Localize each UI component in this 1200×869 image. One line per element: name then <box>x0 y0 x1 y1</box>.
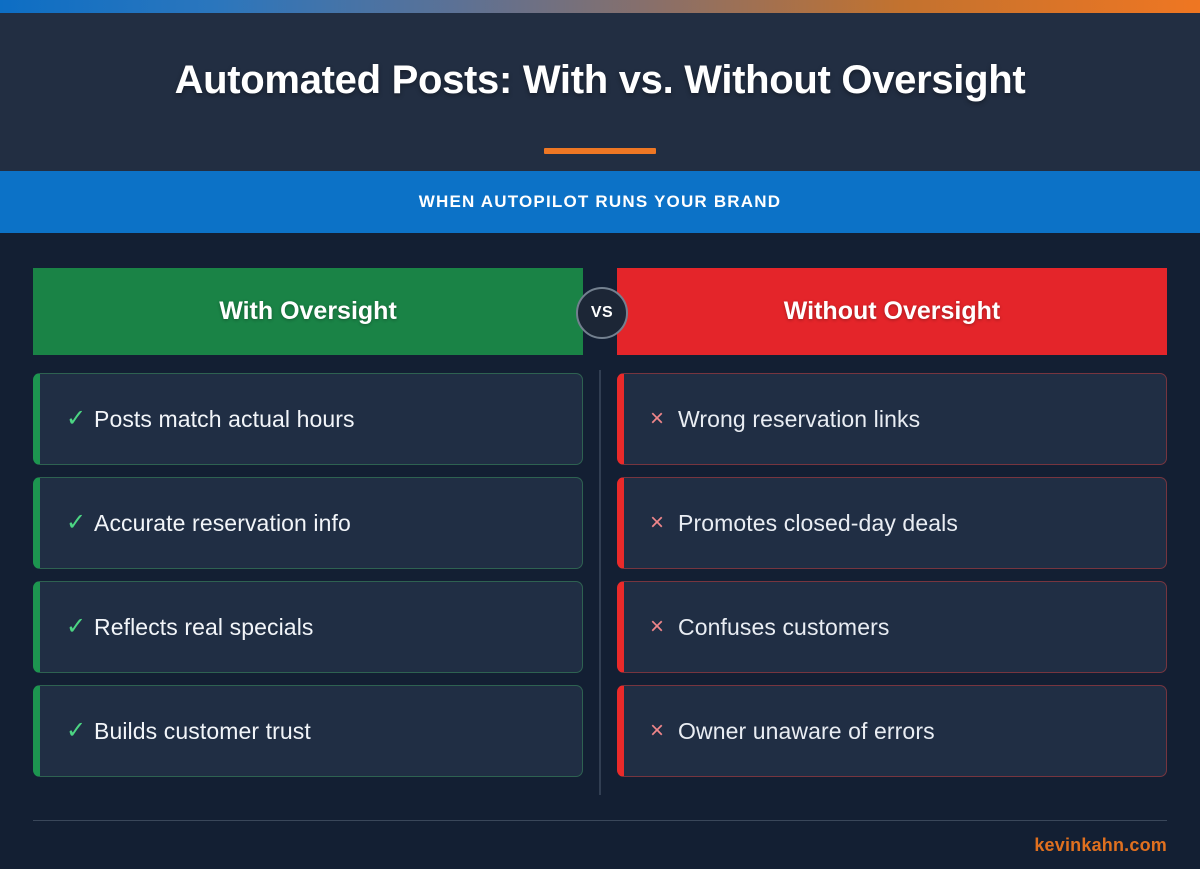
list-item-label: Promotes closed-day deals <box>678 509 958 536</box>
check-icon: ✓ <box>66 405 87 432</box>
subtitle-band: WHEN AUTOPILOT RUNS YOUR BRAND <box>0 171 1200 233</box>
list-with-oversight: ✓ Posts match actual hours ✓ Accurate re… <box>33 373 583 777</box>
header-banner: Automated Posts: With vs. Without Oversi… <box>0 13 1200 171</box>
list-item-label: Wrong reservation links <box>678 405 921 432</box>
list-without-oversight: × Wrong reservation links × Promotes clo… <box>617 373 1167 777</box>
column-header-without-oversight: Without Oversight <box>617 268 1167 355</box>
column-with-oversight: With Oversight ✓ Posts match actual hour… <box>33 268 583 777</box>
list-item[interactable]: × Owner unaware of errors <box>617 685 1167 777</box>
list-item[interactable]: × Confuses customers <box>617 581 1167 673</box>
list-item[interactable]: ✓ Reflects real specials <box>33 581 583 673</box>
cross-icon: × <box>650 509 665 536</box>
list-item-label: Accurate reservation info <box>94 509 351 536</box>
subtitle-text: WHEN AUTOPILOT RUNS YOUR BRAND <box>418 192 782 211</box>
list-item[interactable]: ✓ Accurate reservation info <box>33 477 583 569</box>
cross-icon: × <box>650 405 665 432</box>
page-title: Automated Posts: With vs. Without Oversi… <box>174 58 1026 102</box>
footer-brand-link[interactable]: kevinkahn.com <box>1034 834 1167 855</box>
list-item-label: Confuses customers <box>678 613 890 640</box>
list-item[interactable]: × Promotes closed-day deals <box>617 477 1167 569</box>
list-item[interactable]: ✓ Builds customer trust <box>33 685 583 777</box>
comparison-section: VS With Oversight ✓ Posts match actual h… <box>0 233 1200 813</box>
check-icon: ✓ <box>66 717 87 744</box>
footer: kevinkahn.com <box>33 820 1167 869</box>
list-item[interactable]: ✓ Posts match actual hours <box>33 373 583 465</box>
cross-icon: × <box>650 717 665 744</box>
list-item-label: Owner unaware of errors <box>678 717 935 744</box>
column-divider <box>599 370 601 795</box>
title-underline-accent <box>544 148 656 154</box>
list-item[interactable]: × Wrong reservation links <box>617 373 1167 465</box>
cross-icon: × <box>650 613 665 640</box>
list-item-label: Posts match actual hours <box>94 405 355 432</box>
check-icon: ✓ <box>66 509 87 536</box>
check-icon: ✓ <box>66 613 87 640</box>
column-header-with-oversight: With Oversight <box>33 268 583 355</box>
list-item-label: Builds customer trust <box>94 717 311 744</box>
top-gradient-accent-bar <box>0 0 1200 13</box>
list-item-label: Reflects real specials <box>94 613 314 640</box>
vs-badge: VS <box>576 287 628 339</box>
column-without-oversight: Without Oversight × Wrong reservation li… <box>617 268 1167 777</box>
